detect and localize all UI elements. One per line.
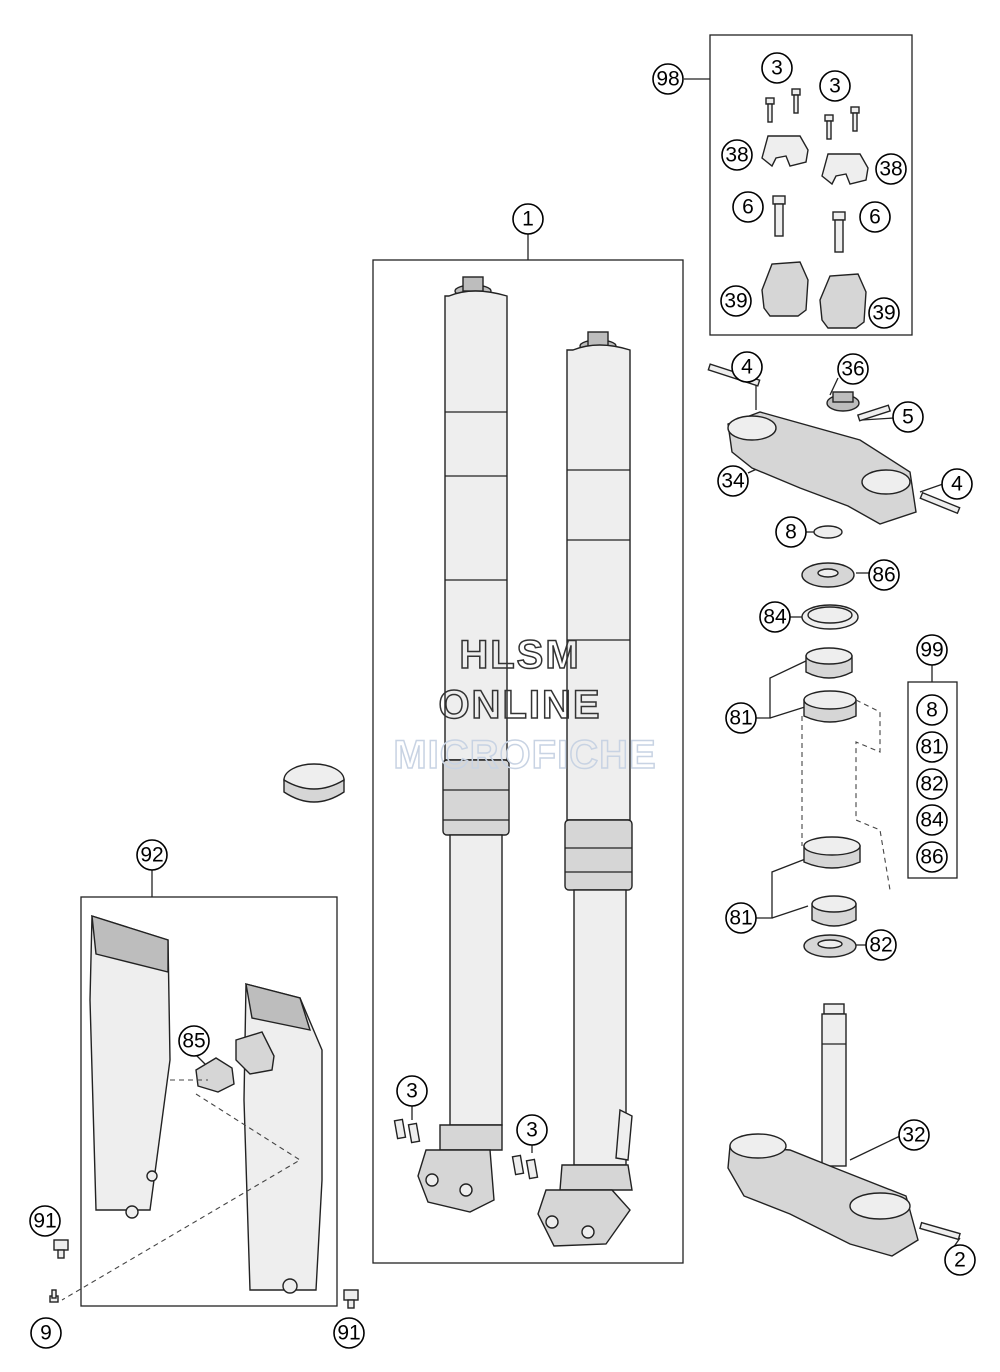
- svg-text:81: 81: [729, 907, 752, 930]
- svg-text:38: 38: [879, 158, 902, 181]
- assembly-dash-lines: [61, 1079, 302, 1301]
- svg-text:4: 4: [951, 473, 963, 496]
- svg-text:36: 36: [841, 358, 864, 381]
- callout-91: 91: [29, 1205, 61, 1237]
- protector-screws: [49, 1239, 359, 1309]
- callout-4: 4: [941, 468, 973, 500]
- svg-text:39: 39: [724, 290, 747, 313]
- callout-6: 6: [732, 191, 764, 223]
- callout-5: 5: [892, 401, 924, 433]
- watermark-line-1: HLSM: [459, 633, 580, 677]
- callout-38: 38: [875, 153, 907, 185]
- callout-9: 9: [30, 1317, 62, 1349]
- callout-3: 3: [761, 52, 793, 84]
- callout-36: 36: [837, 353, 869, 385]
- svg-text:82: 82: [920, 773, 943, 796]
- svg-text:81: 81: [920, 736, 943, 759]
- callout-3: 3: [819, 70, 851, 102]
- watermark-line-3: MICROFICHE: [393, 733, 656, 777]
- svg-text:2: 2: [954, 1249, 966, 1272]
- svg-text:5: 5: [902, 406, 914, 429]
- svg-text:9: 9: [40, 1322, 52, 1345]
- callout-8: 8: [775, 516, 807, 548]
- loose-ring-part: [283, 763, 345, 803]
- svg-text:84: 84: [763, 606, 787, 629]
- svg-text:1: 1: [522, 208, 534, 231]
- svg-text:8: 8: [785, 521, 797, 544]
- fork-protector-box: [80, 896, 338, 1307]
- kit-99-item-81: 81: [916, 731, 948, 763]
- watermark-line-2: ONLINE: [438, 683, 601, 727]
- svg-text:86: 86: [920, 846, 943, 869]
- callout-3: 3: [396, 1075, 428, 1107]
- fork-leg-right: [537, 331, 633, 1247]
- callout-92: 92: [136, 839, 168, 871]
- svg-text:85: 85: [182, 1030, 205, 1053]
- steering-bearing-parts: [801, 525, 861, 958]
- svg-text:98: 98: [656, 68, 679, 91]
- callout-86: 86: [868, 559, 900, 591]
- svg-text:91: 91: [33, 1210, 56, 1233]
- callout-84: 84: [759, 601, 791, 633]
- callout-39: 39: [868, 297, 900, 329]
- svg-text:3: 3: [406, 1080, 418, 1103]
- callout-82: 82: [865, 929, 897, 961]
- fork-protectors: [89, 915, 323, 1294]
- svg-text:34: 34: [721, 470, 745, 493]
- callout-32: 32: [898, 1119, 930, 1151]
- svg-text:82: 82: [869, 934, 892, 957]
- svg-text:39: 39: [872, 302, 895, 325]
- svg-text:86: 86: [872, 564, 895, 587]
- callout-85: 85: [178, 1025, 210, 1057]
- svg-text:38: 38: [725, 144, 748, 167]
- svg-text:32: 32: [902, 1124, 925, 1147]
- callout-39: 39: [720, 285, 752, 317]
- svg-text:8: 8: [926, 699, 938, 722]
- kit-99-item-8: 8: [916, 694, 948, 726]
- callout-91: 91: [333, 1317, 365, 1349]
- watermark: HLSM ONLINE MICROFICHE: [393, 632, 657, 778]
- callout-1: 1: [512, 203, 544, 235]
- svg-text:3: 3: [771, 57, 783, 80]
- fork-leg-left: [417, 276, 510, 1213]
- lower-triple-clamp: [727, 1003, 961, 1257]
- callout-6: 6: [859, 201, 891, 233]
- svg-text:91: 91: [337, 1322, 360, 1345]
- kit-98-box: [709, 34, 913, 336]
- svg-text:6: 6: [869, 206, 881, 229]
- axle-clamp-bolts: [393, 1118, 539, 1180]
- callout-99: 99: [916, 634, 948, 666]
- svg-text:81: 81: [729, 707, 752, 730]
- svg-text:3: 3: [829, 75, 841, 98]
- callout-4: 4: [731, 351, 763, 383]
- svg-text:92: 92: [140, 844, 163, 867]
- svg-text:4: 4: [741, 356, 753, 379]
- kit-99-item-82: 82: [916, 768, 948, 800]
- leader-lines: [151, 78, 961, 1259]
- kit-99-item-86: 86: [916, 841, 948, 873]
- callout-81: 81: [725, 702, 757, 734]
- callout-34: 34: [717, 465, 749, 497]
- kit-99-item-84: 84: [916, 804, 948, 836]
- frame-head-outline: [801, 699, 891, 891]
- callout-98: 98: [652, 63, 684, 95]
- callout-38: 38: [721, 139, 753, 171]
- svg-text:84: 84: [920, 809, 944, 832]
- callout-2: 2: [944, 1244, 976, 1276]
- protector-bracket: [195, 1057, 235, 1093]
- callout-81: 81: [725, 902, 757, 934]
- svg-text:99: 99: [920, 639, 943, 662]
- callout-3: 3: [516, 1114, 548, 1146]
- svg-text:3: 3: [526, 1119, 538, 1142]
- handlebar-clamp-parts: [761, 88, 869, 329]
- svg-text:6: 6: [742, 196, 754, 219]
- upper-triple-clamp: [707, 363, 961, 525]
